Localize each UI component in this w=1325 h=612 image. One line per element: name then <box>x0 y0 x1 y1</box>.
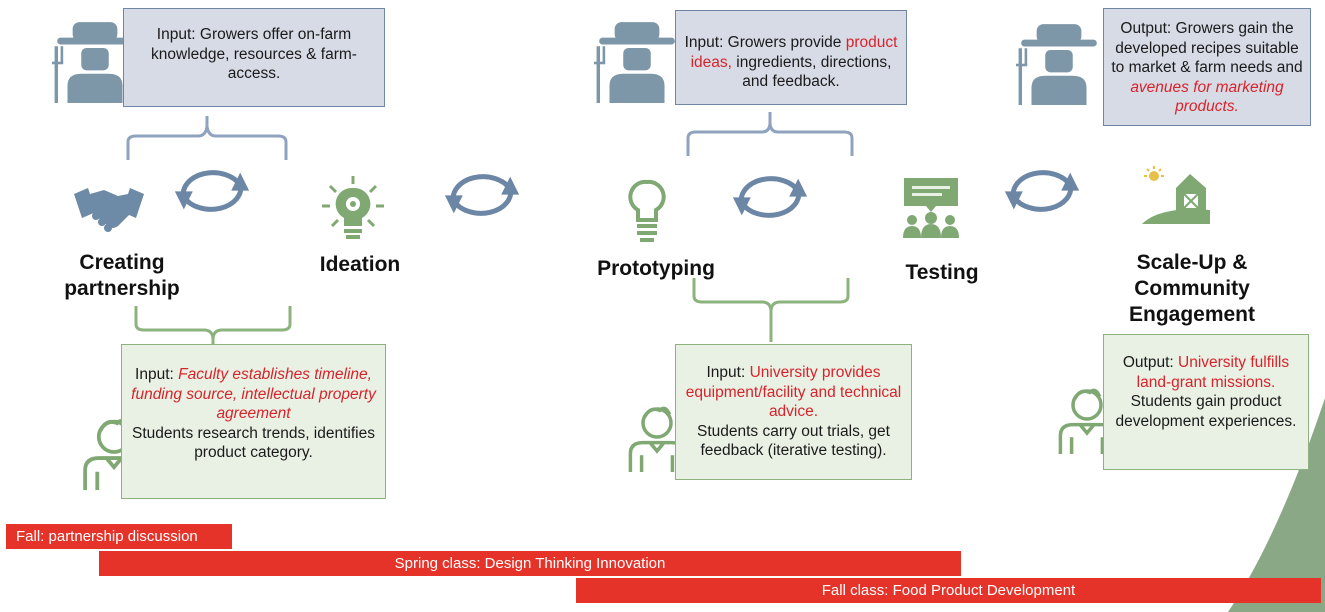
green-ramp-shape <box>1228 398 1325 612</box>
lightbulb-icon <box>628 179 666 242</box>
farmer-icon <box>594 12 680 108</box>
university-input-box-1: Input: Faculty establishes timeline, fun… <box>121 344 386 499</box>
stage-label-ideation: Ideation <box>319 253 401 276</box>
university-output-box: Output: University fulfills land-grant m… <box>1103 334 1309 470</box>
grower-bracket-1 <box>126 116 288 160</box>
lightbulb-gear-icon <box>322 176 384 239</box>
grower-input-box-1: Input: Growers offer on-farm knowledge, … <box>123 8 385 107</box>
university-input-box-2: Input: University provides equipment/fac… <box>675 344 912 480</box>
stage-label-scale-up: Scale-Up & Community Engagement <box>1128 251 1256 326</box>
grower-output-box: Output: Growers gain the developed recip… <box>1103 8 1311 126</box>
stage-label-testing: Testing <box>905 261 979 284</box>
stage-label-creating-partnership: Creating partnership <box>64 251 180 300</box>
university-bracket-1 <box>134 306 292 344</box>
stage-label-prototyping: Prototyping <box>597 257 715 280</box>
grower-bracket-2 <box>686 112 854 156</box>
university-bracket-2 <box>692 278 850 342</box>
farm-barn-icon <box>1142 166 1210 224</box>
farmer-icon <box>1016 14 1102 110</box>
cycle-arrows-icon <box>728 168 812 226</box>
timeline-bar-fall-class: Fall class: Food Product Development <box>576 578 1321 603</box>
cycle-arrows-icon <box>440 166 524 224</box>
cycle-arrows-icon <box>1000 162 1084 220</box>
cycle-arrows-icon <box>170 162 254 220</box>
handshake-icon <box>74 188 144 232</box>
timeline-bar-spring-class: Spring class: Design Thinking Innovation <box>99 551 961 576</box>
focus-group-icon <box>903 178 959 238</box>
timeline-bar-fall-partnership: Fall: partnership discussion <box>6 524 232 549</box>
grower-input-box-2: Input: Growers provide product ideas, in… <box>675 10 907 105</box>
